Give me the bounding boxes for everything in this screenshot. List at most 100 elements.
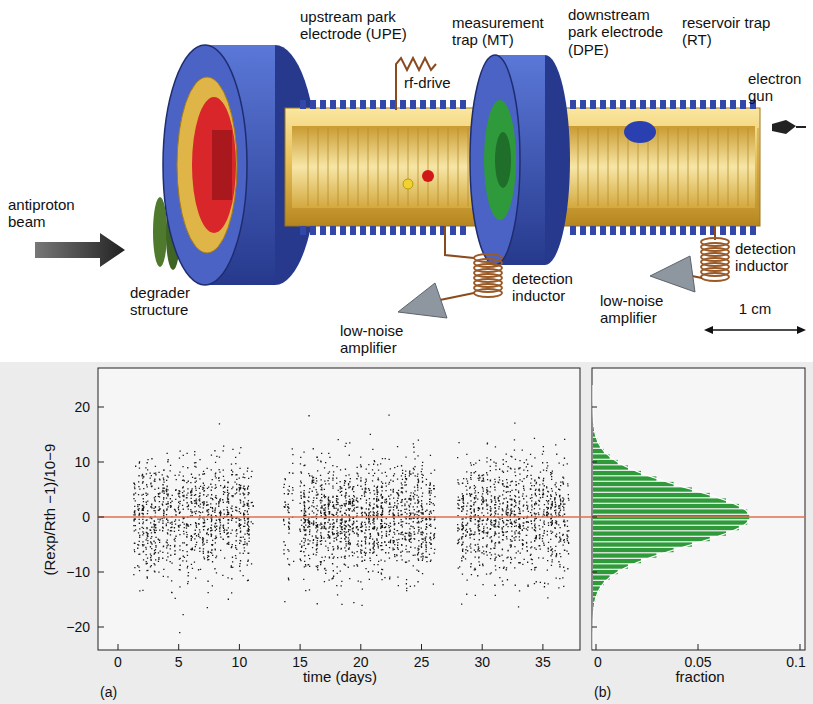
segment-gap [728, 128, 729, 206]
segment-rib [330, 226, 336, 235]
amplifier-triangle [398, 283, 447, 318]
detection-wire [440, 293, 474, 300]
segment-gap [758, 128, 759, 206]
tick [98, 462, 104, 463]
electron-cloud [624, 121, 656, 143]
tick-label: 15 [292, 654, 308, 670]
segment-gap [438, 128, 439, 206]
dpe-front [470, 55, 520, 265]
inductor-coil [474, 254, 502, 297]
segment-gap [398, 128, 399, 206]
beam-arrow [35, 233, 125, 267]
segment-gap [468, 128, 469, 206]
segment-rib [600, 100, 606, 109]
coil-turn [474, 289, 502, 297]
segment-rib [650, 100, 656, 109]
tick-label: 0 [114, 654, 122, 670]
tick [98, 407, 104, 408]
segment-rib [430, 226, 436, 235]
tick-label: 0.1 [786, 654, 805, 670]
segment-rib [570, 226, 576, 235]
tick [98, 517, 104, 518]
histogram-bar [593, 509, 747, 513]
segment-rib [660, 226, 666, 235]
segment-rib [310, 100, 316, 109]
segment-rib [400, 226, 406, 235]
segment-rib [380, 100, 386, 109]
tick [592, 627, 597, 628]
histogram-bar [593, 559, 641, 563]
segment-rib [620, 226, 626, 235]
tick-label: 0 [594, 654, 602, 670]
segment-rib [360, 100, 366, 109]
zero-line [98, 516, 805, 518]
part-label: detection inductor [512, 270, 590, 305]
segment-gap [418, 128, 419, 206]
inductor-coil [701, 238, 729, 281]
segment-rib [440, 100, 446, 109]
segment-rib [610, 226, 616, 235]
antiproton-dot [422, 170, 434, 182]
tick [178, 644, 179, 650]
segment-gap [348, 128, 349, 206]
tick [239, 644, 240, 650]
tick-label: 20 [353, 654, 369, 670]
segment-rib [310, 226, 316, 235]
segment-rib [710, 100, 716, 109]
bottom-panel [0, 362, 813, 704]
tick [592, 572, 597, 573]
tick [98, 572, 104, 573]
tick [300, 644, 301, 650]
histogram-bar [593, 471, 641, 475]
segment-rib [670, 100, 676, 109]
histogram-bar [593, 498, 726, 502]
particle-dot [403, 179, 413, 189]
histogram-bar [593, 531, 726, 535]
segment-gap [338, 128, 339, 206]
histogram-bar [593, 504, 739, 508]
amplifier-triangle [650, 256, 695, 292]
segment-rib [370, 226, 376, 235]
segment-gap [718, 128, 719, 206]
segment-rib [650, 226, 656, 235]
scatter-points [133, 415, 569, 634]
part-label: downstream park electrode (DPE) [568, 6, 673, 58]
upe-gold-ring [177, 77, 237, 253]
dpe-bore [495, 132, 511, 188]
segment-rib [460, 226, 466, 235]
tick-label: 0 [82, 509, 90, 525]
tick-label: −20 [66, 619, 90, 635]
segment-gap [308, 128, 309, 206]
segment-gap [598, 128, 599, 206]
segment-rib [580, 226, 586, 235]
segment-rib [740, 100, 746, 109]
plot-frame [592, 368, 805, 650]
tick-label: 25 [414, 654, 430, 670]
segment-rib [750, 226, 756, 235]
segment-rib [320, 226, 326, 235]
segment-rib [380, 226, 386, 235]
segment-gap [388, 128, 389, 206]
tick [596, 644, 597, 650]
plot-frame [98, 368, 580, 650]
segment-rib [600, 226, 606, 235]
tick-label: 10 [74, 454, 90, 470]
tick [800, 644, 801, 650]
segment-gap [378, 128, 379, 206]
scale-arrowhead [704, 326, 713, 334]
part-label: antiproton beam [8, 196, 98, 231]
segment-rib [450, 226, 456, 235]
segment-gap [358, 128, 359, 206]
part-label: reservoir trap (RT) [682, 14, 774, 49]
histogram-bar [593, 487, 692, 491]
part-label: upstream park electrode (UPE) [300, 8, 410, 43]
segment-rib [390, 226, 396, 235]
segment-rib [330, 100, 336, 109]
tick-label: −10 [66, 564, 90, 580]
tick-label: 5 [175, 654, 183, 670]
segment-rib [610, 100, 616, 109]
segment-gap [738, 128, 739, 206]
segment-rib [700, 100, 706, 109]
segment-rib [460, 100, 466, 109]
